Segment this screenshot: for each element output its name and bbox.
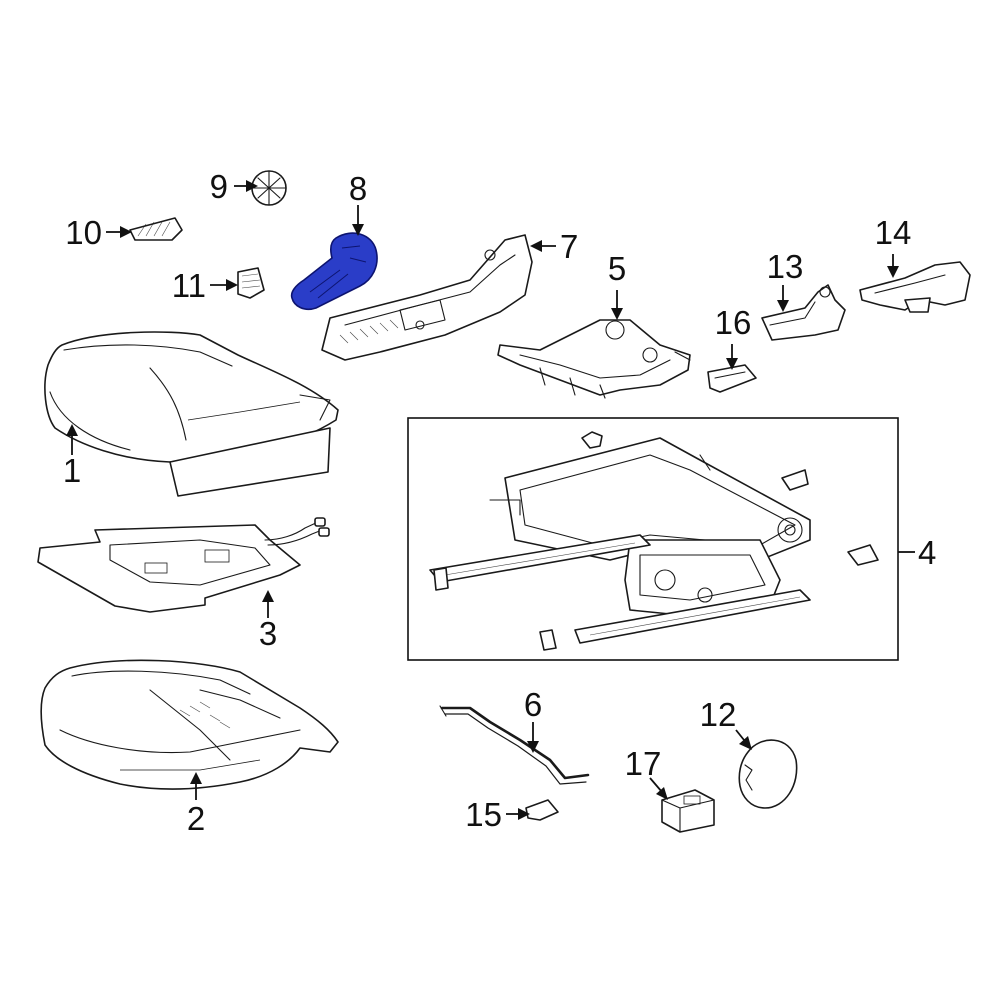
callout-15: 15 [465, 796, 502, 833]
part-2-cushion-pad[interactable] [40, 659, 339, 790]
part-7-side-shield[interactable] [321, 234, 533, 361]
callout-14: 14 [875, 214, 912, 251]
callout-7: 7 [560, 228, 578, 265]
callout-9: 9 [210, 168, 228, 205]
callout-13: 13 [767, 248, 804, 285]
part-13-switch[interactable] [761, 284, 846, 341]
callout-12: 12 [700, 696, 737, 733]
part-14-bracket[interactable] [859, 261, 971, 313]
callout-10: 10 [65, 214, 102, 251]
part-4-box [407, 417, 899, 661]
part-16-cover[interactable] [707, 364, 757, 393]
part-1-cushion-cover[interactable] [44, 331, 339, 497]
callout-arrows [66, 180, 915, 820]
part-9-round-cover[interactable] [251, 170, 287, 206]
callout-2: 2 [187, 800, 205, 837]
callout-11: 11 [172, 267, 206, 304]
part-4-frame-assembly[interactable] [407, 417, 899, 661]
callout-labels: 1 2 3 4 5 6 7 8 9 10 11 12 13 14 15 16 1… [63, 168, 937, 837]
callout-1: 1 [63, 452, 81, 489]
part-17-module[interactable] [661, 789, 715, 833]
part-15-clip[interactable] [525, 799, 559, 821]
part-3-heater-mat[interactable] [37, 517, 330, 613]
part-10-trim[interactable] [129, 217, 183, 241]
callout-8: 8 [349, 170, 367, 207]
handle-highlight [290, 232, 378, 311]
part-11-bracket[interactable] [237, 267, 265, 299]
part-8-handle[interactable] [290, 232, 378, 311]
part-12-knob[interactable] [738, 739, 798, 809]
callout-3: 3 [259, 615, 277, 652]
part-6-rod[interactable] [439, 705, 590, 785]
callout-16: 16 [715, 304, 752, 341]
callout-5: 5 [608, 250, 626, 287]
callout-4: 4 [918, 534, 936, 571]
callout-17: 17 [625, 745, 662, 782]
callout-6: 6 [524, 686, 542, 723]
part-5-adjuster[interactable] [497, 319, 691, 399]
